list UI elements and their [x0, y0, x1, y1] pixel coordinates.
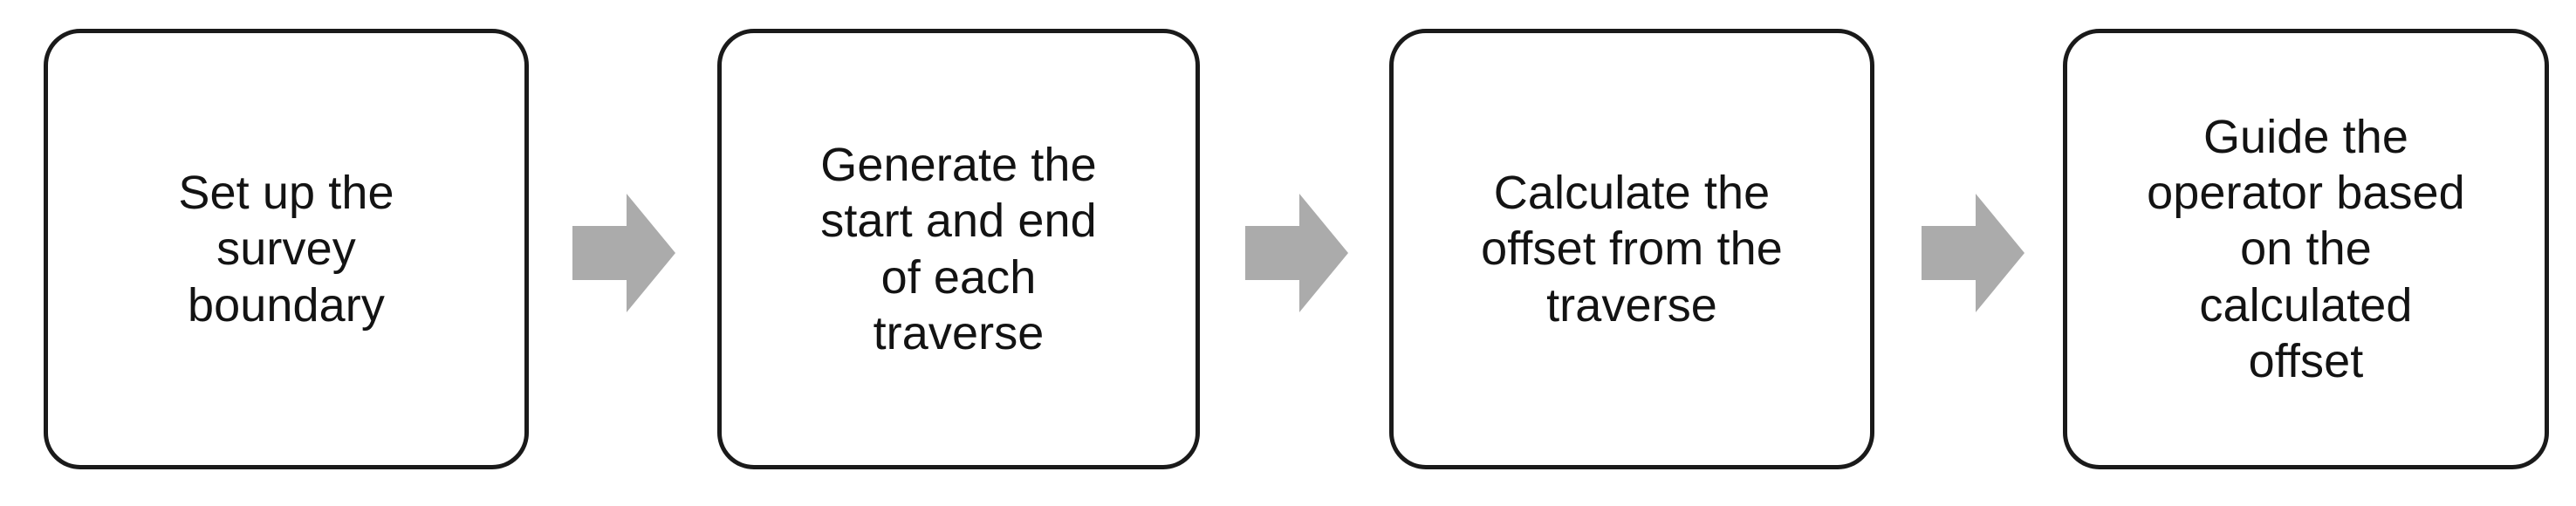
right-block-arrow-icon — [1922, 194, 2024, 312]
process-step-3-label: Calculate the offset from the traverse — [1481, 167, 1783, 332]
process-step-1-label: Set up the survey boundary — [178, 167, 394, 332]
flow-arrow-2 — [1245, 194, 1348, 312]
process-step-2-label: Generate the start and end of each trave… — [820, 139, 1097, 359]
process-step-4-label: Guide the operator based on the calculat… — [2147, 110, 2465, 387]
process-step-2[interactable]: Generate the start and end of each trave… — [717, 29, 1200, 469]
right-block-arrow-icon — [1245, 194, 1348, 312]
process-step-4[interactable]: Guide the operator based on the calculat… — [2063, 29, 2549, 469]
flow-arrow-1 — [572, 194, 675, 312]
right-block-arrow-icon — [572, 194, 675, 312]
process-step-1[interactable]: Set up the survey boundary — [44, 29, 529, 469]
process-step-3[interactable]: Calculate the offset from the traverse — [1389, 29, 1874, 469]
flow-arrow-3 — [1922, 194, 2024, 312]
